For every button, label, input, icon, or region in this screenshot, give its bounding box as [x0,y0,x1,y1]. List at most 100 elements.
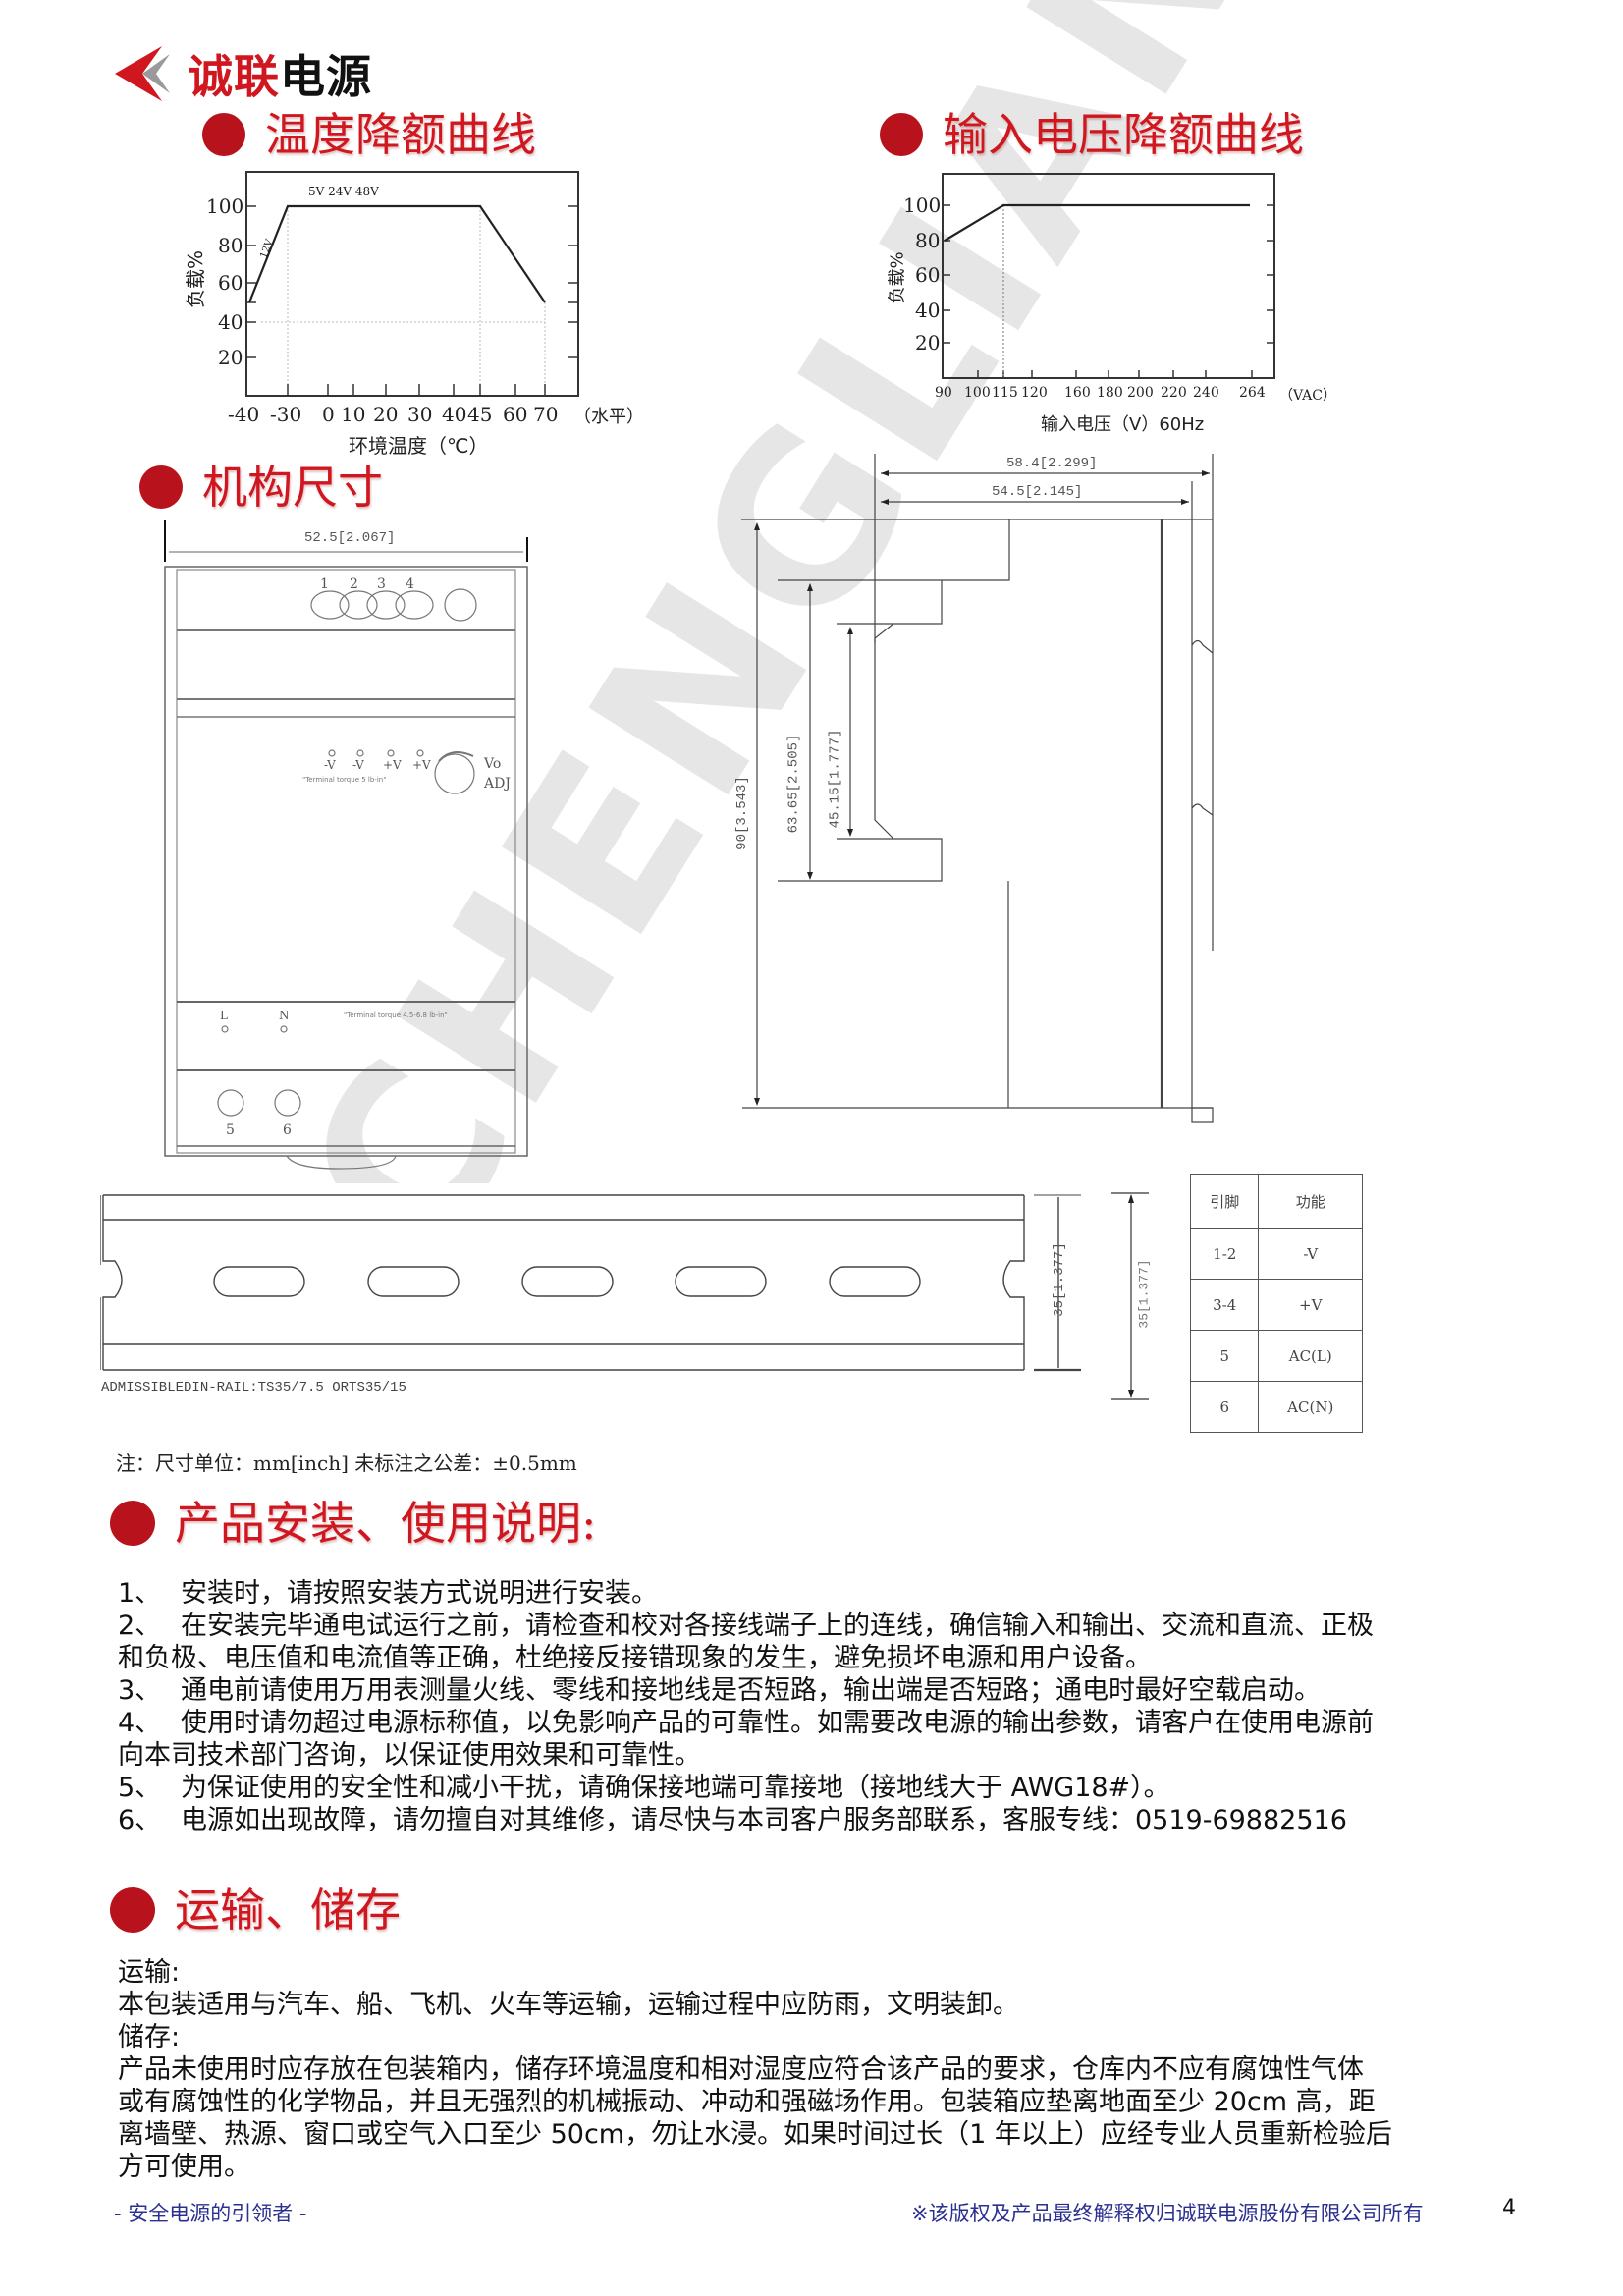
pin-label: 6 [283,1122,292,1138]
x-tick: 240 [1193,385,1219,401]
x-tick: 180 [1097,385,1123,401]
table-row: 6 AC(N) [1189,1381,1363,1433]
transport-text: 本包装适用与汽车、船、飞机、火车等运输，运输过程中应防雨，文明装卸。 [118,1990,1019,2020]
output-label: -V [352,758,364,772]
voltage-derating-chart: 100 80 60 40 20 负载% 90 100 115 120 160 1… [864,167,1336,452]
install-item: 5、为保证使用的安全性和减小干扰，请确保接地端可靠接地（接地线大于 AWG18#… [118,1773,1170,1803]
dim-rail-height-2: 35[1.377] [1136,1259,1152,1329]
side-view-drawing: 58.4[2.299] 54.5[2.145] 90[3.543] 63.65[… [727,452,1237,1149]
x-axis-title: 环境温度（℃） [349,434,489,458]
chevron-arrow-logo-icon [115,46,170,101]
section-heading-transport: 运输、储存 [110,1887,401,1933]
cell-pin: 6 [1189,1381,1260,1433]
storage-line: 离墙壁、热源、窗口或空气入口至少 50cm，勿让水浸。如果时间过长（1 年以上）… [118,2119,1392,2150]
bullet-dot-icon [110,1887,155,1933]
rail-height-dimension: 35[1.377] [1109,1183,1168,1409]
header-pin: 引脚 [1189,1174,1260,1229]
y-tick: 100 [903,193,942,217]
bullet-dot-icon [110,1501,155,1546]
table-header-row: 引脚 功能 [1189,1174,1363,1229]
install-item-cont: 向本司技术部门咨询，以保证使用效果和可靠性。 [118,1740,701,1771]
x-tick: 90 [935,385,952,401]
install-item: 3、通电前请使用万用表测量火线、零线和接地线是否短路，输出端是否短路；通电时最好… [118,1675,1321,1706]
output-label: -V [324,758,336,772]
dim-height-total: 90[3.543] [733,776,750,850]
series-annotation: 5V 24V 48V [308,185,379,198]
pin-label: 5 [226,1122,235,1138]
table-row: 1-2 -V [1189,1228,1363,1280]
din-rail-caption: ADMISSIBLEDIN-RAIL:TS35/7.5 ORTS35/15 [101,1380,406,1395]
transport-storage-text: 运输: 本包装适用与汽车、船、飞机、火车等运输，运输过程中应防雨，文明装卸。 储… [118,1956,1492,2183]
y-tick: 20 [218,346,243,369]
bullet-dot-icon [880,113,923,156]
cell-function: -V [1258,1228,1363,1280]
y-tick: 60 [915,263,941,287]
x-tick: 115 [992,385,1018,401]
din-rail-body: 35[1.377] [101,1183,1083,1380]
x-tick: 200 [1127,385,1154,401]
y-tick: 40 [915,299,941,322]
dim-rail-height: 35[1.377] [1051,1242,1067,1317]
install-item: 4、使用时请勿超过电源标称值，以免影响产品的可靠性。如需要改电源的输出参数，请客… [118,1708,1374,1738]
footer-copyright: ※该版权及产品最终解释权归诚联电源股份有限公司所有 [911,2202,1424,2225]
section-heading-voltage-derating: 输入电压降额曲线 [880,112,1304,157]
cell-pin: 1-2 [1189,1228,1260,1280]
x-tick: 30 [407,403,433,426]
bullet-dot-icon [202,113,245,156]
pin-label: 4 [406,576,414,592]
cell-function: AC(N) [1258,1381,1363,1433]
brand-name: 诚联电源 [188,50,372,103]
y-tick: 80 [218,234,243,257]
install-item: 2、在安装完毕通电试运行之前，请检查和校对各接线端子上的连线，确信输入和输出、交… [118,1611,1374,1641]
y-tick: 40 [218,310,243,334]
pin-label: 2 [350,576,358,592]
x-tick: 20 [373,403,399,426]
output-label: +V [412,758,431,772]
section-heading-install: 产品安装、使用说明: [110,1501,597,1546]
y-axis-title: 负载% [887,251,908,304]
install-instructions: 1、安装时，请按照安装方式说明进行安装。 2、在安装完毕通电试运行之前，请检查和… [118,1577,1492,1836]
dim-depth-total: 58.4[2.299] [1006,456,1098,471]
x-tick: 264 [1239,385,1266,401]
storage-line: 或有腐蚀性的化学物品，并且无强烈的机械振动、冲动和强磁场作用。包装箱应垫离地面至… [118,2087,1376,2117]
brand-logo: 诚联电源 [113,44,372,103]
dim-height-inner: 45.15[1.777] [827,729,843,829]
install-item: 6、电源如出现故障，请勿擅自对其维修，请尽快与本司客户服务部联系，客服专线：05… [118,1805,1347,1835]
cell-function: +V [1258,1279,1363,1331]
x-tick: 100 [964,385,991,401]
section-heading-dimensions: 机构尺寸 [139,465,383,510]
y-tick: 20 [915,331,941,355]
storage-label: 储存: [118,2022,181,2052]
input-label-n: N [279,1009,290,1022]
page-number: 4 [1502,2196,1516,2220]
vo-label: Vo [484,756,502,772]
front-view-drawing: 52.5[2.067] 1 2 3 4 -V -V +V +V "Termina… [157,520,550,1188]
y-tick: 100 [206,194,244,218]
storage-line: 产品未使用时应存放在包装箱内，储存环境温度和相对湿度应符合该产品的要求，仓库内不… [118,2054,1364,2085]
x-tick: -30 [270,403,302,426]
y-axis-title: 负载% [184,249,208,309]
x-axis-title: 输入电压（V）60Hz [1041,414,1205,435]
output-terminal-note: "Terminal torque 5 lb-in" [302,776,387,784]
x-tick: 0 [322,403,335,426]
pin-label: 3 [377,576,386,592]
x-tick: 10 [341,403,366,426]
y-tick: 60 [218,271,243,295]
table-row: 5 AC(L) [1189,1330,1363,1382]
bullet-dot-icon [139,465,183,509]
dimension-note: 注：尺寸单位：mm[inch] 未标注之公差：±0.5mm [116,1451,577,1475]
cell-pin: 3-4 [1189,1279,1260,1331]
header-function: 功能 [1258,1174,1363,1229]
x-tick: 40 [442,403,467,426]
adj-label: ADJ [484,776,511,792]
temp-derating-chart: 5V 24V 48V 12V 100 80 60 40 20 负载% -40 -… [147,167,677,462]
cell-pin: 5 [1189,1330,1260,1382]
x-tick: 45 [467,403,493,426]
dim-depth: 54.5[2.145] [992,484,1083,500]
dim-front-width: 52.5[2.067] [304,530,396,546]
table-row: 3-4 +V [1189,1279,1363,1331]
x-tick: 120 [1021,385,1048,401]
install-item-cont: 和负极、电压值和电流值等正确，杜绝接反接错现象的发生，避免损坏电源和用户设备。 [118,1643,1152,1673]
install-item: 1、安装时，请按照安装方式说明进行安装。 [118,1578,658,1609]
input-terminal-note: "Terminal torque 4.5-6.8 lb-in" [344,1011,448,1019]
